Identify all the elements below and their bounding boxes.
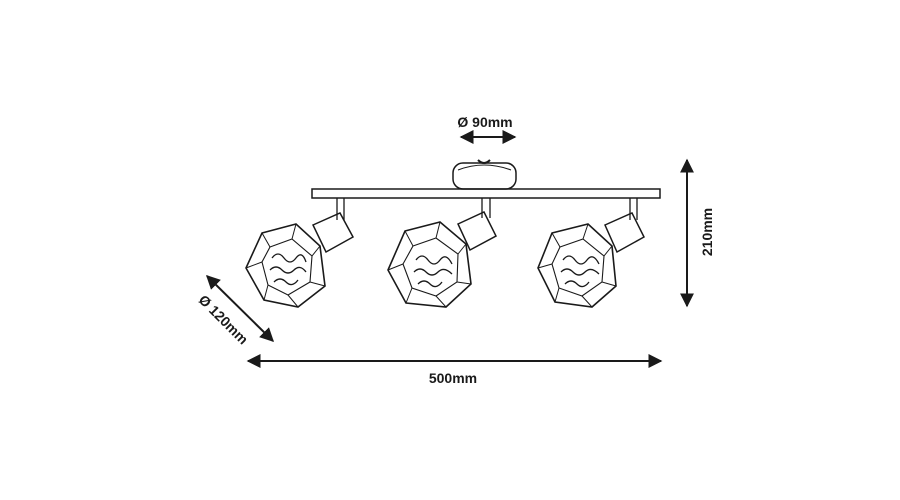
shade-diameter-label: Ø 120mm [196, 292, 252, 348]
canopy-diameter-dimension: Ø 90mm [457, 114, 517, 144]
shade-right [537, 223, 617, 308]
spot-left [245, 198, 355, 308]
spot-middle [387, 198, 497, 308]
spot-right [537, 198, 645, 308]
shade-diameter-dimension: Ø 120mm [196, 275, 274, 348]
mounting-bar [311, 188, 661, 199]
ceiling-canopy [452, 159, 517, 190]
width-dimension: 500mm [246, 354, 663, 386]
height-label: 210mm [699, 208, 715, 256]
shade-left [245, 223, 326, 308]
height-dimension: 210mm [680, 158, 715, 308]
width-label: 500mm [429, 370, 477, 386]
shade-middle [387, 221, 472, 308]
canopy-diameter-label: Ø 90mm [457, 114, 512, 130]
shade-diameter-arrow [206, 275, 274, 342]
